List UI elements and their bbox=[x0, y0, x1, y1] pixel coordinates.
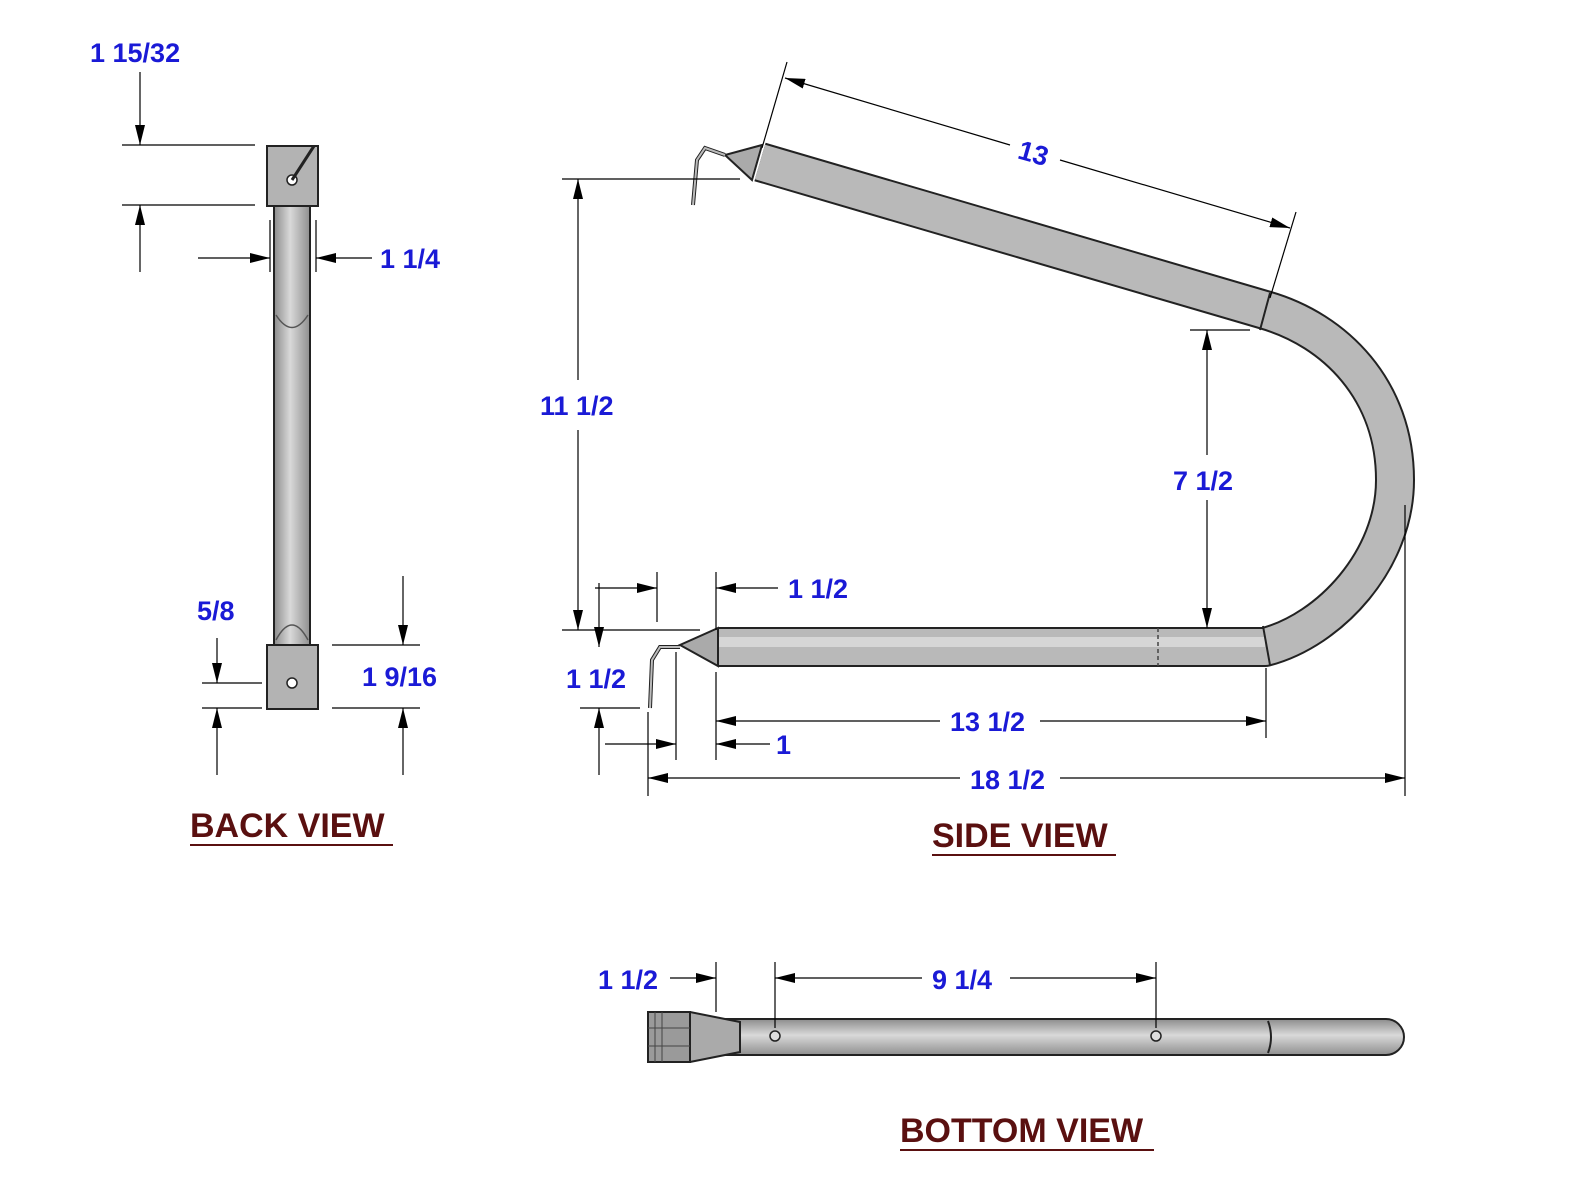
dim-bracket-length-label: 1 1/2 bbox=[598, 965, 658, 995]
side-seam bbox=[1262, 625, 1271, 666]
back-pipe-shading bbox=[275, 314, 309, 329]
side-view-title: SIDE VIEW bbox=[932, 817, 1109, 855]
bottom-view-title: BOTTOM VIEW bbox=[900, 1112, 1144, 1150]
bottom-seam bbox=[1267, 1020, 1272, 1054]
bottom-bracket-block bbox=[647, 1011, 691, 1063]
back-bottom-bracket bbox=[266, 644, 319, 710]
dim-overall-length: 18 1/2 bbox=[647, 505, 1406, 796]
back-pipe-shading bbox=[275, 624, 309, 641]
dim-hole-spacing-label: 9 1/4 bbox=[932, 965, 992, 995]
bottom-hole bbox=[769, 1030, 781, 1042]
back-bottom-hole bbox=[286, 677, 298, 689]
dim-inner-height-label: 7 1/2 bbox=[1173, 466, 1233, 496]
dim-hole-offset: 5/8 bbox=[197, 596, 262, 775]
dim-total-height: 11 1/2 bbox=[540, 178, 740, 631]
dim-bracket-offset-label: 1 1/2 bbox=[566, 664, 626, 694]
dim-bracket-height: 1 9/16 bbox=[332, 576, 437, 775]
side-seam bbox=[1259, 292, 1271, 331]
side-tube-body bbox=[718, 144, 1413, 665]
dim-upper-length-label: 13 bbox=[1015, 135, 1052, 172]
dim-lower-tab-label: 1 1/2 bbox=[788, 574, 848, 604]
dim-top-gap-label: 1 15/32 bbox=[90, 38, 180, 68]
back-view: 1 15/32 1 1/4 5/8 1 9/16 BACK VIEW bbox=[90, 38, 440, 846]
bottom-hole bbox=[1150, 1030, 1162, 1042]
dim-pipe-diameter-label: 1 1/4 bbox=[380, 244, 440, 274]
side-upper-wire bbox=[691, 145, 726, 206]
bottom-pipe bbox=[715, 1018, 1405, 1056]
dim-total-height-label: 11 1/2 bbox=[540, 391, 614, 421]
back-wire bbox=[290, 145, 316, 181]
dim-lower-length-label: 13 1/2 bbox=[950, 707, 1025, 737]
back-view-title: BACK VIEW bbox=[190, 807, 385, 845]
dim-bracket-length: 1 1/2 bbox=[598, 962, 717, 1012]
dim-top-gap: 1 15/32 bbox=[90, 38, 255, 272]
dim-overall-length-label: 18 1/2 bbox=[970, 765, 1045, 795]
dim-hole-offset-label: 5/8 bbox=[197, 596, 235, 626]
dim-pipe-diameter: 1 1/4 bbox=[198, 220, 440, 274]
side-lower-bracket bbox=[677, 626, 719, 668]
dim-bracket-offset: 1 1/2 bbox=[566, 583, 640, 775]
back-pipe bbox=[273, 199, 311, 651]
dim-bracket-height-label: 1 9/16 bbox=[362, 662, 437, 692]
dim-inner-height: 7 1/2 bbox=[1173, 329, 1250, 628]
dim-lower-tab: 1 1/2 bbox=[595, 572, 848, 630]
dim-lower-length: 13 1/2 bbox=[715, 668, 1267, 760]
dim-hole-spacing: 9 1/4 bbox=[774, 962, 1157, 1028]
side-lower-wire-inner bbox=[649, 646, 680, 709]
side-upper-bracket bbox=[722, 143, 764, 182]
side-upper-wire-inner bbox=[692, 146, 726, 206]
dim-tip-offset: 1 bbox=[605, 652, 791, 760]
side-view: 13 11 1/2 7 1/2 1 1/2 bbox=[540, 61, 1415, 856]
bottom-view: 1 1/2 9 1/4 BOTTOM VIEW bbox=[598, 962, 1405, 1151]
dim-tip-offset-label: 1 bbox=[776, 730, 791, 760]
